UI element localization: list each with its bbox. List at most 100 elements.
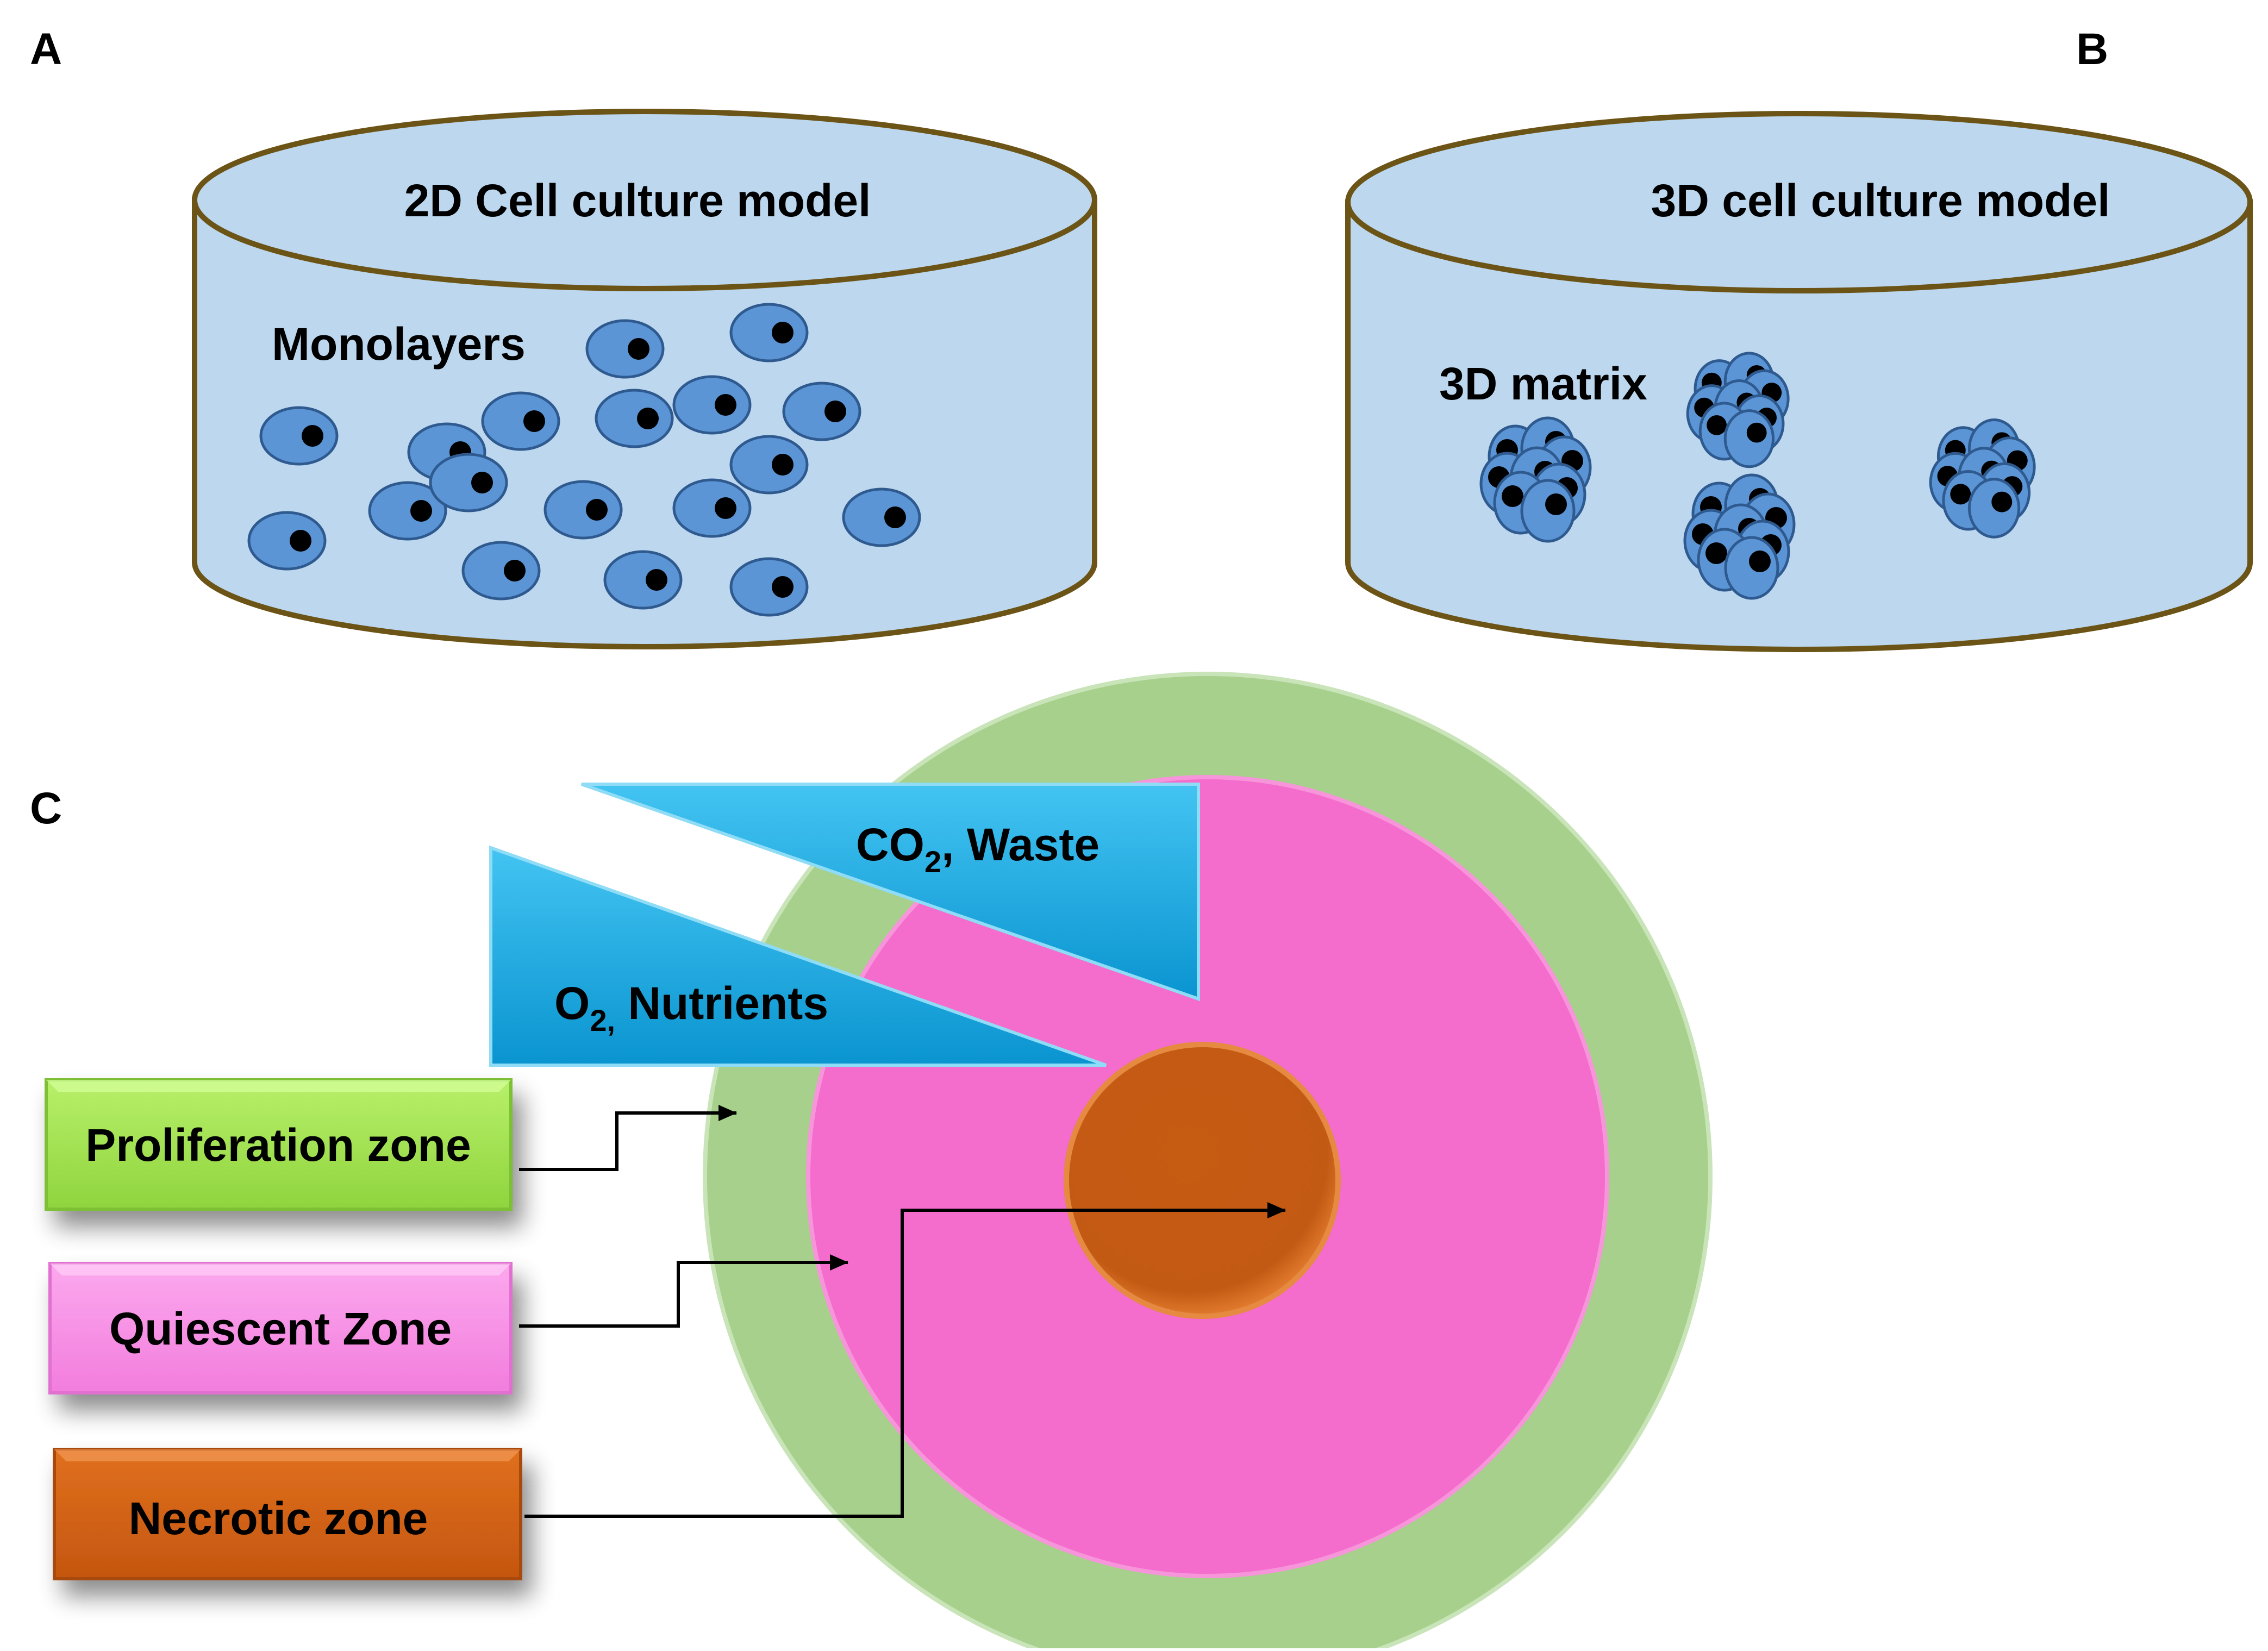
cell-nucleus	[715, 394, 736, 416]
cell-body	[429, 453, 508, 512]
spheroid-diagram	[703, 672, 1713, 1651]
cell-nucleus	[410, 500, 432, 522]
monolayer-cell	[429, 453, 508, 512]
monolayer-cell	[672, 478, 752, 538]
monolayer-cell	[368, 481, 447, 541]
monolayer-cell	[259, 406, 339, 466]
cell-nucleus	[772, 322, 794, 343]
monolayer-cell	[481, 391, 560, 451]
necrotic-zone-bevel	[54, 1449, 521, 1461]
cluster-cell	[1724, 536, 1779, 600]
cell-body	[595, 389, 674, 448]
cell-nucleus	[1749, 551, 1771, 572]
spheroid-cluster	[1683, 473, 1796, 600]
cell-body	[729, 303, 809, 362]
cell-body	[368, 481, 447, 541]
cell-nucleus	[1950, 484, 1971, 505]
cell-nucleus	[628, 338, 649, 360]
cell-nucleus	[1746, 422, 1767, 443]
panel-a-letter: A	[30, 24, 62, 74]
spheroid-clusters	[1479, 352, 2036, 600]
spheroid-cluster	[1929, 418, 2036, 539]
panel-c-letter: C	[30, 784, 62, 833]
cell-nucleus	[586, 499, 608, 521]
o2-nutrients-gradient: O2, Nutrients	[489, 845, 1107, 1067]
necrotic-zone-label: Necrotic zone	[53, 1448, 522, 1580]
necrotic-zone-text: Necrotic zone	[129, 1493, 428, 1544]
cell-body	[247, 511, 327, 571]
dish-3d-body	[1345, 199, 2253, 652]
cluster-cell	[1723, 409, 1775, 468]
monolayer-cell	[595, 389, 674, 448]
proliferation-connector	[519, 1105, 737, 1171]
cell-body	[259, 406, 339, 466]
cell-nucleus	[772, 576, 794, 598]
panel-b-letter: B	[2076, 24, 2108, 74]
co2-rest: , Waste	[941, 819, 1099, 870]
dish-3d: 3D cell culture model 3D matrix	[1345, 111, 2253, 652]
proliferation-zone-label: Proliferation zone	[45, 1078, 513, 1211]
quiescent-zone-bevel	[50, 1264, 511, 1275]
monolayers-label: Monolayers	[272, 318, 526, 370]
monolayer-cells	[247, 303, 921, 617]
cell-nucleus	[1705, 542, 1727, 564]
cell-nucleus	[1991, 491, 2013, 512]
o2-base: O	[554, 978, 590, 1029]
quiescent-zone-label: Quiescent Zone	[48, 1262, 513, 1394]
o2-rest: Nutrients	[615, 978, 828, 1029]
monolayer-cell	[672, 375, 752, 435]
cell-nucleus	[523, 410, 545, 432]
monolayer-cell	[603, 550, 683, 610]
monolayer-cell	[729, 303, 809, 362]
cell-body	[672, 375, 752, 435]
quiescent-connector	[519, 1254, 848, 1328]
cell-body	[543, 480, 623, 540]
o2-nutrients-label: O2, Nutrients	[554, 978, 828, 1037]
dish-2d-rim	[192, 109, 1097, 291]
cell-nucleus	[471, 472, 493, 493]
cell-nucleus	[884, 506, 906, 528]
cell-nucleus	[637, 408, 659, 429]
monolayer-cell	[729, 435, 809, 495]
cell-nucleus	[772, 454, 794, 476]
cluster-cell	[1520, 479, 1576, 543]
cell-body	[729, 557, 809, 617]
3d-matrix-label: 3D matrix	[1439, 358, 1647, 409]
necrotic-zone-box	[53, 1448, 522, 1580]
necrotic-core	[1064, 1042, 1341, 1319]
proliferation-zone-text: Proliferation zone	[85, 1120, 471, 1171]
dish-2d: 2D Cell culture model Monolayers	[192, 109, 1097, 649]
monolayer-cell	[782, 382, 861, 441]
cell-nucleus	[824, 401, 846, 422]
spheroid-cluster	[1686, 352, 1790, 468]
monolayer-cell	[543, 480, 623, 540]
cell-body	[782, 382, 861, 441]
co2-subscript: 2	[924, 845, 941, 879]
cell-nucleus	[302, 425, 323, 447]
co2-waste-gradient: CO2, Waste	[581, 783, 1200, 1002]
cell-nucleus	[1707, 415, 1727, 435]
dish-3d-title: 3D cell culture model	[1651, 175, 2110, 226]
co2-waste-triangle	[581, 783, 1200, 1002]
dish-2d-title: 2D Cell culture model	[404, 175, 871, 226]
cell-nucleus	[290, 530, 311, 552]
cell-body	[672, 478, 752, 538]
o2-subscript: 2,	[590, 1003, 615, 1037]
monolayer-cell	[461, 541, 541, 601]
cell-body	[461, 541, 541, 601]
quiescent-zone-box	[48, 1262, 513, 1394]
monolayer-cell	[729, 557, 809, 617]
monolayer-cell	[247, 511, 327, 571]
proliferation-zone-bevel	[46, 1080, 511, 1092]
cell-body	[729, 435, 809, 495]
necrotic-connector	[524, 1202, 1286, 1518]
dish-3d-rim	[1345, 111, 2253, 293]
cell-body	[585, 319, 665, 379]
monolayer-cell	[585, 319, 665, 379]
cell-nucleus	[1502, 485, 1523, 507]
cell-nucleus	[646, 569, 667, 591]
cell-nucleus	[1545, 493, 1567, 515]
cell-body	[842, 487, 921, 547]
